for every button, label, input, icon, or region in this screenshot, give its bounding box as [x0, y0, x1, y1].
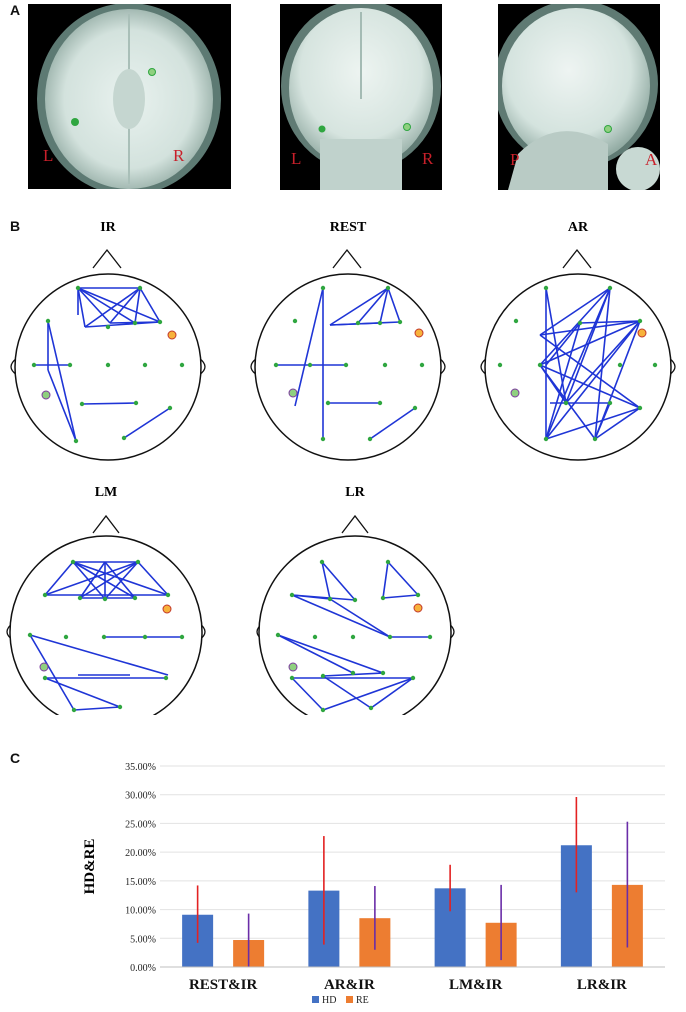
x-tick-label: LM&IR	[449, 977, 502, 993]
orientation-left: L	[291, 149, 302, 168]
y-tick-label: 35.00%	[125, 762, 156, 773]
head-outline	[258, 535, 452, 715]
seed-marker	[604, 125, 612, 133]
seed-right-marker	[148, 68, 156, 76]
y-tick-label: 15.00%	[125, 877, 156, 888]
orientation-posterior: P	[510, 150, 520, 169]
network-ir: IR	[10, 220, 206, 461]
network-title: LM	[95, 485, 118, 500]
network-nodes	[275, 559, 433, 713]
network-nodes	[31, 285, 185, 444]
mri-axial-image	[37, 4, 221, 189]
y-axis-label: HD&RE	[82, 839, 98, 895]
network-title: REST	[330, 220, 367, 235]
seed-right-marker	[403, 123, 411, 131]
y-tick-label: 10.00%	[125, 906, 156, 917]
chart-y-ticks: 0.00% 5.00% 10.00% 15.00% 20.00% 25.00% 30.00%…	[125, 762, 156, 974]
legend-label: HD	[322, 995, 336, 1006]
network-edges	[34, 287, 171, 442]
orientation-anterior: A	[645, 150, 658, 169]
seed-left-marker	[318, 125, 326, 133]
network-title: IR	[100, 220, 116, 235]
seed-node-right	[167, 330, 177, 340]
orientation-right: R	[173, 146, 185, 165]
x-tick-label: LR&IR	[577, 977, 627, 993]
y-tick-label: 30.00%	[125, 791, 156, 802]
network-edges	[277, 561, 430, 711]
orientation-right: R	[422, 149, 434, 168]
seed-node-right	[162, 604, 172, 614]
panel-a-label: A	[10, 2, 21, 18]
seed-node-right	[637, 328, 647, 338]
y-tick-label: 0.00%	[130, 963, 156, 974]
head-outline	[254, 273, 442, 461]
seed-node-right	[414, 328, 424, 338]
seed-node-left	[288, 662, 298, 672]
mri-coronal-image	[281, 4, 441, 190]
chart-legend: HD RE	[312, 995, 369, 1006]
network-nodes	[273, 285, 425, 442]
seed-node-left	[288, 388, 298, 398]
legend-label: RE	[356, 995, 369, 1006]
legend-swatch	[346, 996, 353, 1003]
seed-node-left	[41, 390, 51, 400]
seed-left-marker	[71, 118, 79, 126]
connectivity-networks: IR REST	[6, 220, 676, 715]
seed-node-left	[510, 388, 520, 398]
x-tick-label: AR&IR	[324, 977, 375, 993]
y-tick-label: 20.00%	[125, 848, 156, 859]
chart-bars	[182, 797, 643, 967]
y-tick-label: 5.00%	[130, 934, 156, 945]
mri-axial-view: L R	[28, 4, 231, 189]
mri-sagittal-image	[498, 4, 660, 190]
network-lr: LR	[256, 485, 455, 715]
network-edges	[29, 561, 182, 711]
mri-coronal-view: L R	[280, 4, 442, 190]
network-lm: LM	[6, 485, 206, 715]
network-edges	[539, 287, 641, 440]
chart-x-ticks: REST&IR AR&IR LM&IR LR&IR	[160, 966, 665, 993]
hd-re-bar-chart: 0.00% 5.00% 10.00% 15.00% 20.00% 25.00% 30.00%…	[82, 762, 665, 1006]
seed-node-right	[413, 603, 423, 613]
head-outline	[484, 273, 672, 461]
network-nodes	[497, 285, 658, 442]
x-tick-label: REST&IR	[189, 977, 258, 993]
mri-sagittal-view: P A	[498, 4, 660, 190]
network-rest: REST	[250, 220, 446, 461]
orientation-left: L	[43, 146, 54, 165]
seed-node-left	[39, 662, 49, 672]
network-nodes	[27, 559, 185, 713]
network-title: LR	[345, 485, 365, 500]
y-tick-label: 25.00%	[125, 819, 156, 830]
network-title: AR	[568, 220, 589, 235]
legend-swatch	[312, 996, 319, 1003]
panel-b-label: B	[10, 218, 21, 234]
panel-c-label: C	[10, 750, 21, 766]
network-ar: AR	[480, 220, 676, 461]
